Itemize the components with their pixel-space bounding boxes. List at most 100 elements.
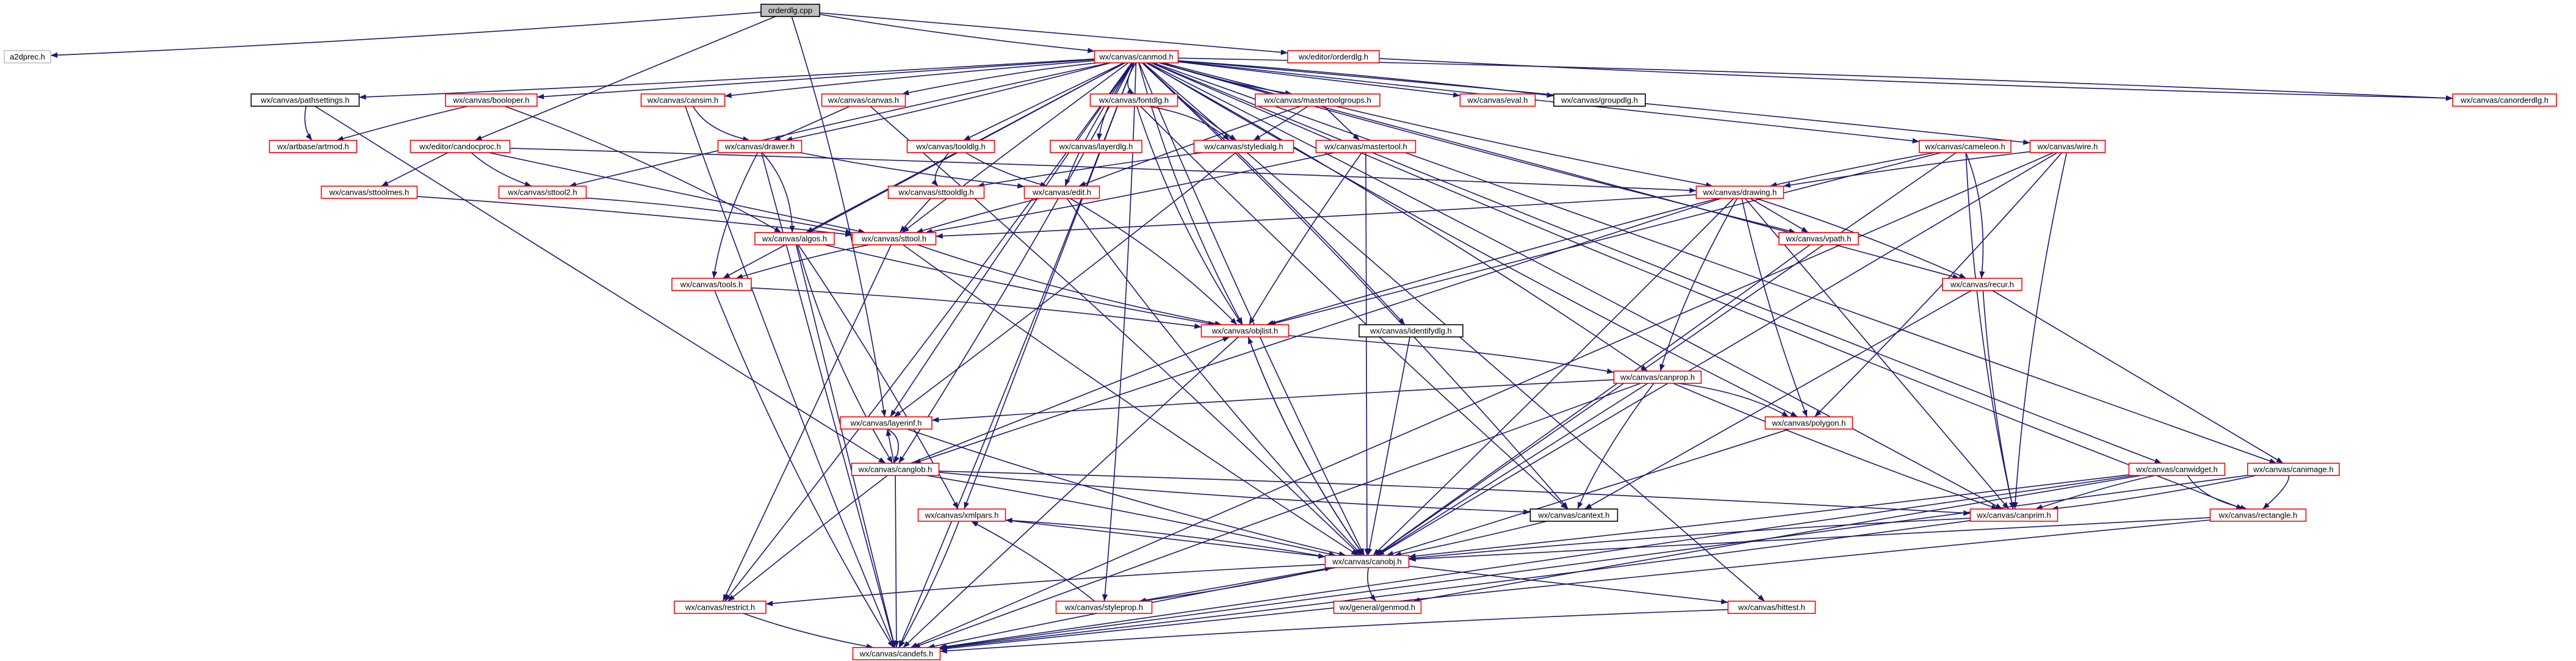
node-orderdlg-cpp[interactable]: orderdlg.cpp <box>760 4 820 17</box>
edge-drawing_h-to-canglob_h <box>914 198 1722 464</box>
node-canmod-h[interactable]: wx/canvas/canmod.h <box>1094 50 1179 63</box>
node-polygon-h[interactable]: wx/canvas/polygon.h <box>1764 416 1853 430</box>
node-box <box>754 232 835 245</box>
node-sttool2-h[interactable]: wx/canvas/sttool2.h <box>498 186 587 199</box>
node-label: wx/canvas/sttoolmes.h <box>329 188 409 197</box>
edge-drawer_h-to-tools_h <box>712 152 759 279</box>
edge-wire_h-to-candefs_h <box>910 152 2054 648</box>
edge-candocproc_h-to-drawing_h <box>510 148 1697 193</box>
node-drawer-h[interactable]: wx/canvas/drawer.h <box>717 140 803 153</box>
node-box <box>671 278 752 291</box>
node-canwidget-h[interactable]: wx/canvas/canwidget.h <box>2128 463 2226 476</box>
edge-canmod_h-to-canglob_h <box>898 62 1133 464</box>
node-booloper-h[interactable]: wx/canvas/booloper.h <box>445 93 538 107</box>
node-sttool-h[interactable]: wx/canvas/sttool.h <box>851 232 937 245</box>
edge-drawing_h-to-sttool_h <box>936 194 1697 239</box>
node-canglob-h[interactable]: wx/canvas/canglob.h <box>851 463 940 476</box>
node-xmlpars-h[interactable]: wx/canvas/xmlpars.h <box>917 508 1006 522</box>
edge-canprop_h-to-canobj_h <box>1376 383 1648 556</box>
node-wire-h[interactable]: wx/canvas/wire.h <box>2029 140 2106 153</box>
node-label: wx/canvas/sttooldlg.h <box>898 188 974 197</box>
node-recur-h[interactable]: wx/canvas/recur.h <box>1942 278 2022 291</box>
edge-canmod_h-to-polygon_h <box>1147 62 1798 417</box>
node-cantext-h[interactable]: wx/canvas/cantext.h <box>1529 508 1618 522</box>
edge-objlist_h-to-canobj_h <box>1247 336 1365 556</box>
node-sttooldlg-h[interactable]: wx/canvas/sttooldlg.h <box>887 186 985 199</box>
node-label: wx/canvas/cantext.h <box>1537 511 1609 520</box>
edge-drawer_h-to-candefs_h <box>760 152 896 648</box>
node-styleprop-h[interactable]: wx/canvas/styleprop.h <box>1055 601 1153 614</box>
node-restrict-h[interactable]: wx/canvas/restrict.h <box>674 601 767 614</box>
node-algos-h[interactable]: wx/canvas/algos.h <box>754 232 835 245</box>
node-canobj-h[interactable]: wx/canvas/canobj.h <box>1324 555 1410 568</box>
node-drawing-h[interactable]: wx/canvas/drawing.h <box>1695 186 1784 199</box>
edge-canobj_h-to-xmlpars_h <box>1005 518 1326 557</box>
node-eval-h[interactable]: wx/canvas/eval.h <box>1459 93 1536 107</box>
node-label: wx/canvas/identifydlg.h <box>1369 327 1452 336</box>
node-candefs-h[interactable]: wx/canvas/candefs.h <box>852 647 941 660</box>
node-artbase-artmod-h[interactable]: wx/artbase/artmod.h <box>269 140 358 153</box>
node-cameleon-h[interactable]: wx/canvas/cameleon.h <box>1919 140 2011 153</box>
node-canorderdlg-h[interactable]: wx/canvas/canorderdlg.h <box>2452 93 2557 107</box>
node-groupdlg-h[interactable]: wx/canvas/groupdlg.h <box>1553 93 1646 107</box>
node-label: wx/canvas/canvas.h <box>828 96 899 105</box>
edge-canmod_h-to-layerinf_h <box>890 62 1133 417</box>
edge-cansim_h-to-drawer_h <box>692 106 750 142</box>
edge-algos_h-to-objlist_h <box>824 244 1216 327</box>
edge-styleprop_h-to-xmlpars_h <box>971 521 1095 602</box>
node-box <box>1613 370 1702 384</box>
node-candocproc-h[interactable]: wx/editor/candocproc.h <box>409 140 511 153</box>
node-vpath-h[interactable]: wx/canvas/vpath.h <box>1778 232 1859 245</box>
node-identifydlg-h[interactable]: wx/canvas/identifydlg.h <box>1358 324 1463 338</box>
node-pathsettings-h[interactable]: wx/canvas/pathsettings.h <box>250 93 360 107</box>
edge-canprim_h-to-canobj_h <box>1409 518 1971 561</box>
node-rectangle-h[interactable]: wx/canvas/rectangle.h <box>2209 508 2307 522</box>
node-sttoolmes-h[interactable]: wx/canvas/sttoolmes.h <box>320 186 418 199</box>
node-label: wx/canvas/cansim.h <box>647 96 718 105</box>
node-a2dprec-h[interactable]: a2dprec.h <box>4 50 51 63</box>
node-canprop-h[interactable]: wx/canvas/canprop.h <box>1613 370 1702 384</box>
node-mastertoolgroups-h[interactable]: wx/canvas/mastertoolgroups.h <box>1255 93 1380 107</box>
node-box <box>1287 50 1380 63</box>
node-editor-orderdlg-h[interactable]: wx/editor/orderdlg.h <box>1287 50 1380 63</box>
node-box <box>250 93 360 107</box>
node-canprim-h[interactable]: wx/canvas/canprim.h <box>1969 508 2058 522</box>
node-box <box>1089 93 1178 107</box>
node-canvas-h[interactable]: wx/canvas/canvas.h <box>821 93 906 107</box>
edge-recur_h-to-cantext_h <box>1584 290 1972 510</box>
edge-drawer_h-to-edit_h <box>799 152 1025 189</box>
edge-canmod_h-to-fontdlg_h <box>1127 62 1137 95</box>
node-hittest-h[interactable]: wx/canvas/hittest.h <box>1727 601 1816 614</box>
node-label: wx/canvas/fontdlg.h <box>1099 96 1169 105</box>
edge-restrict_h-to-candefs_h <box>743 613 874 649</box>
edge-sttooldlg_h-to-sttool_h <box>899 198 931 233</box>
node-genmod-h[interactable]: wx/general/genmod.h <box>1333 601 1422 614</box>
node-objlist-h[interactable]: wx/canvas/objlist.h <box>1200 324 1290 338</box>
edge-drawing_h-to-canprop_h <box>1659 198 1738 372</box>
edge-canglob_h-to-objlist_h <box>910 336 1230 464</box>
edge-fontdlg_h-to-styledialg_h <box>1148 106 1230 141</box>
edge-canmod_h-to-canvas_h <box>901 62 1099 96</box>
node-layerinf-h[interactable]: wx/canvas/layerinf.h <box>840 416 933 430</box>
node-label: wx/canvas/canorderdlg.h <box>2460 96 2549 105</box>
edge-canmod_h-to-styleprop_h <box>1102 62 1137 602</box>
edge-edit_h-to-canobj_h <box>1066 198 1363 556</box>
node-fontdlg-h[interactable]: wx/canvas/fontdlg.h <box>1089 93 1178 107</box>
node-box <box>1324 555 1410 568</box>
node-tools-h[interactable]: wx/canvas/tools.h <box>671 278 752 291</box>
node-layerdlg-h[interactable]: wx/canvas/layerdlg.h <box>1050 140 1142 153</box>
node-styledialg-h[interactable]: wx/canvas/styledialg.h <box>1193 140 1294 153</box>
edge-canvas_h-to-canobj_h <box>870 106 1361 556</box>
node-cansim-h[interactable]: wx/canvas/cansim.h <box>640 93 726 107</box>
node-mastertool-h[interactable]: wx/canvas/mastertool.h <box>1315 140 1416 153</box>
edge-canwidget_h-to-rectangle_h <box>2187 475 2248 511</box>
edge-cameleon_h-to-objlist_h <box>1268 152 1942 326</box>
edge-tools_h-to-candefs_h <box>714 290 894 648</box>
node-tooldlg-h[interactable]: wx/canvas/tooldlg.h <box>906 140 995 153</box>
edge-layerinf_h-to-canobj_h <box>907 428 1346 557</box>
node-edit-h[interactable]: wx/canvas/edit.h <box>1023 186 1100 199</box>
node-box <box>1529 508 1618 522</box>
node-label: wx/canvas/sttool2.h <box>507 188 577 197</box>
node-canimage-h[interactable]: wx/canvas/canimage.h <box>2247 463 2340 476</box>
edge-canglob_h-to-restrict_h <box>727 475 888 602</box>
